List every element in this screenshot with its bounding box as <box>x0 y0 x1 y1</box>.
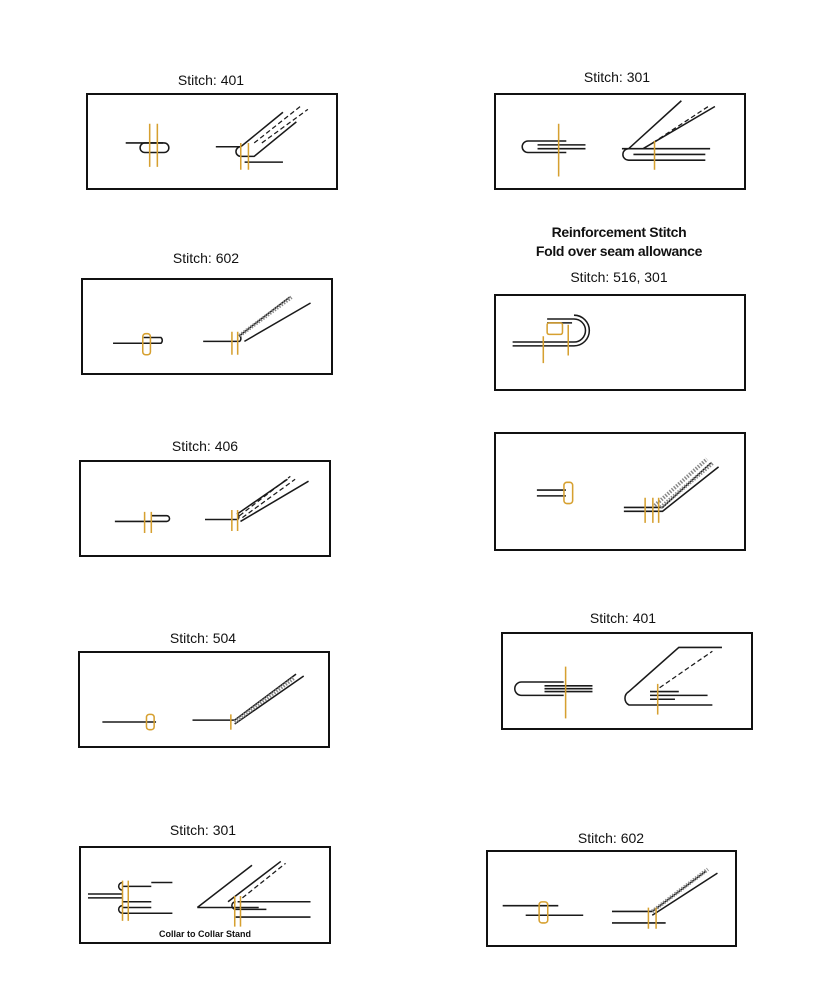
stitch-diagram-602 <box>81 278 333 375</box>
stitch-diagram-401-b <box>501 632 753 730</box>
seam-illustration <box>536 457 720 523</box>
stitch-label: Stitch: 504 <box>169 630 237 646</box>
stitch-label: Stitch: 602 <box>577 830 645 846</box>
stitch-label: Stitch: 301 <box>169 822 237 838</box>
seam-illustration <box>113 295 311 356</box>
section-subheading: Fold over seam allowance <box>535 243 703 259</box>
seam-illustration <box>512 314 591 364</box>
stitch-diagram-401 <box>86 93 338 190</box>
stitch-diagram-602-b <box>486 850 737 947</box>
seam-illustration <box>521 100 716 177</box>
stitch-label: Stitch: 516, 301 <box>570 269 668 285</box>
stitch-label: Stitch: 401 <box>589 610 657 626</box>
stitch-label: Stitch: 301 <box>583 69 651 85</box>
diagram-caption: Collar to Collar Stand <box>158 929 251 939</box>
stitch-diagram-unlabeled <box>494 432 746 551</box>
stitch-diagram-504 <box>78 651 330 748</box>
seam-illustration <box>514 646 722 719</box>
stitch-diagram-301-collar: Collar to Collar Stand <box>79 846 331 944</box>
seam-illustration <box>87 860 311 927</box>
stitch-diagram-406 <box>79 460 331 557</box>
seam-illustration <box>125 106 309 170</box>
stitch-diagram-516-301 <box>494 294 746 391</box>
seam-illustration <box>114 475 309 533</box>
seam-illustration <box>102 673 305 731</box>
section-heading: Reinforcement Stitch <box>551 224 687 240</box>
stitch-label: Stitch: 602 <box>172 250 240 266</box>
stitch-label: Stitch: 406 <box>171 438 239 454</box>
stitch-diagram-301 <box>494 93 746 190</box>
seam-illustration <box>502 867 718 929</box>
stitch-label: Stitch: 401 <box>177 72 245 88</box>
